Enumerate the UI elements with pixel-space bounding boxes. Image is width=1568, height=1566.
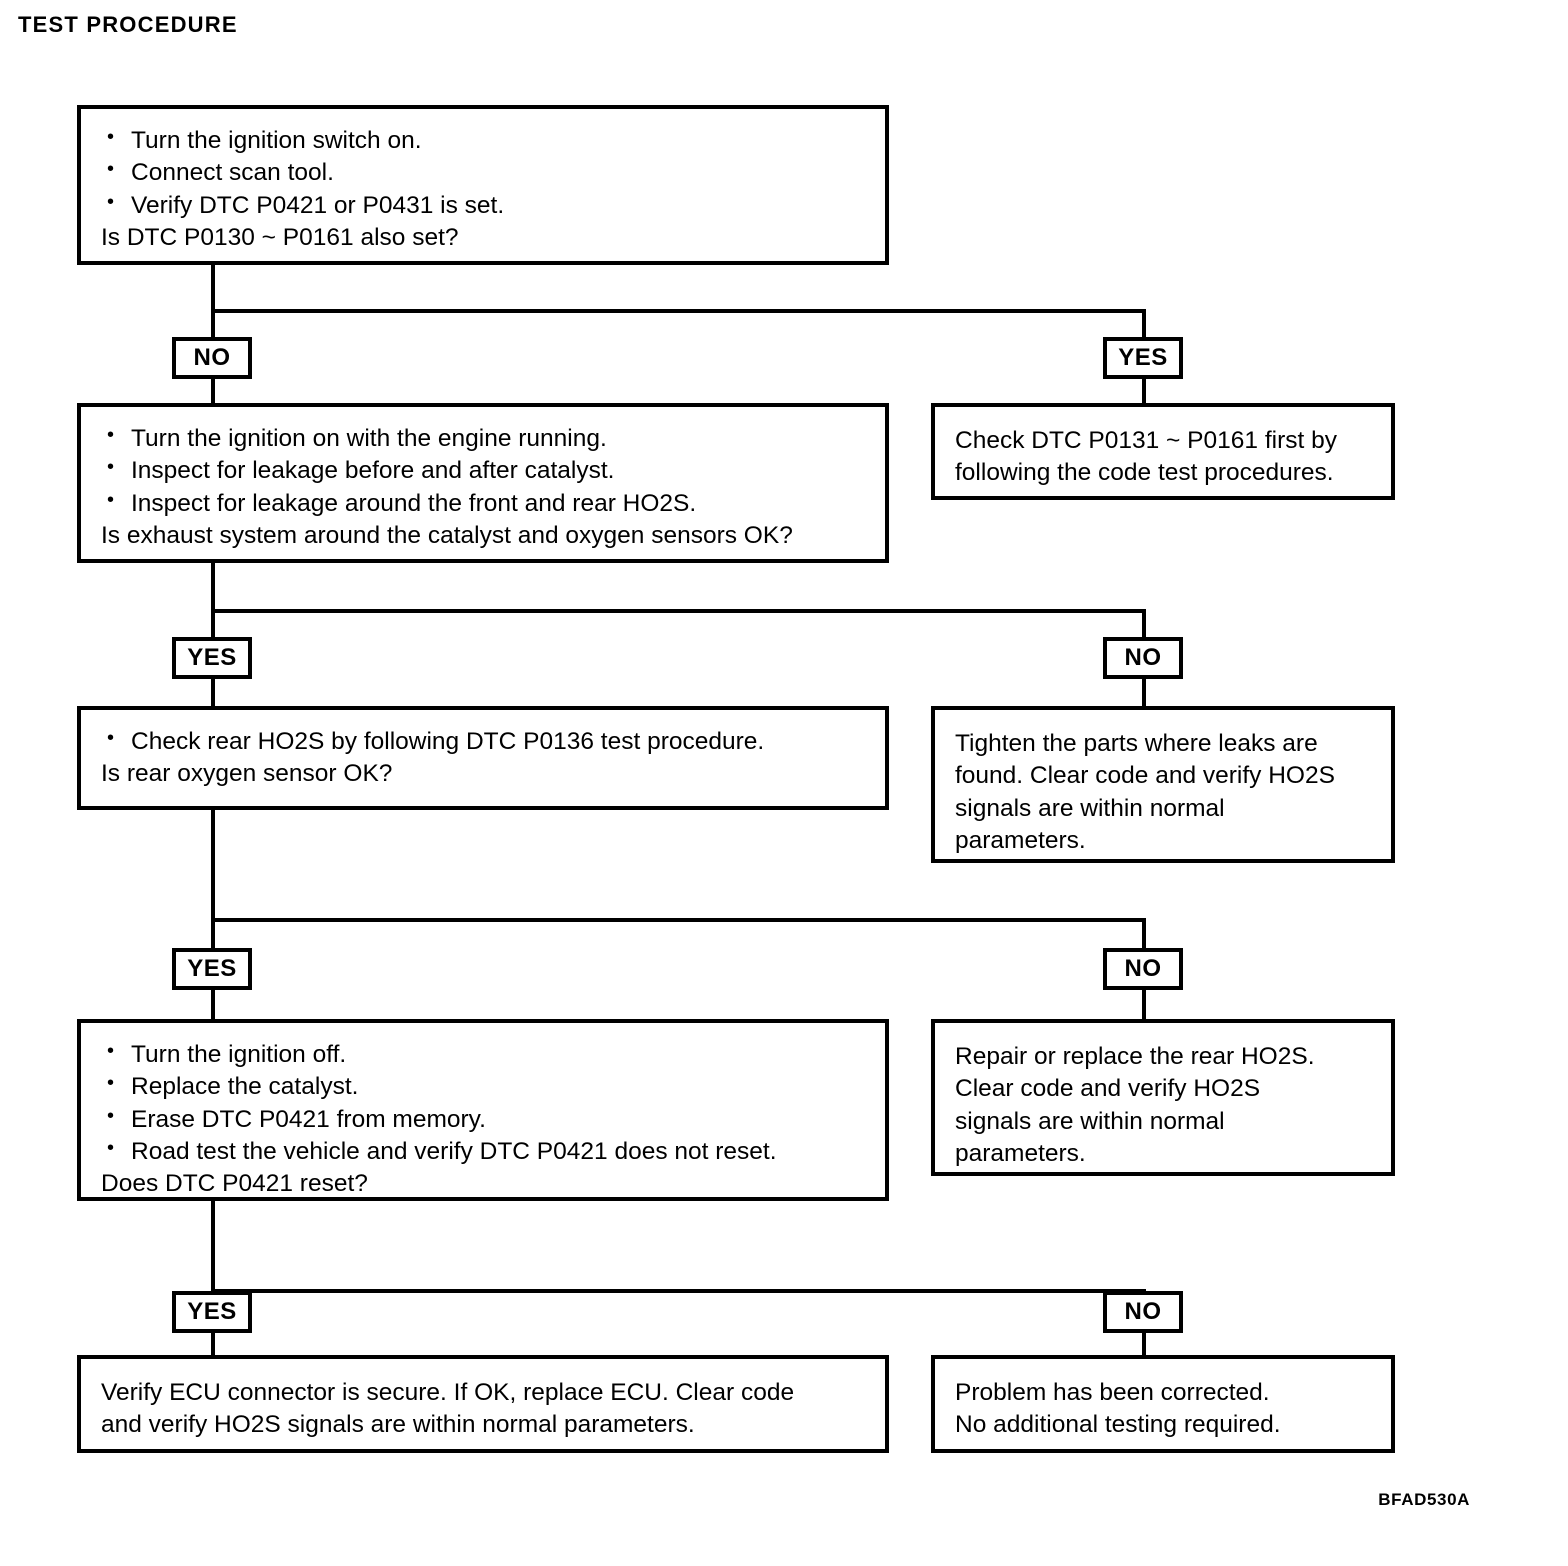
branch-label-text: NO: [1124, 955, 1162, 982]
step4-repair-line-3: signals are within normal: [955, 1107, 1225, 1135]
connector-step3-yes-down: [211, 918, 215, 949]
connector-yes-to-step3: [211, 679, 215, 707]
connector-no-to-step2: [211, 379, 215, 404]
node-step3: Check rear HO2S by following DTC P0136 t…: [77, 706, 889, 810]
connector-step2-yes-down: [211, 609, 215, 638]
step1-bullet-1: Turn the ignition switch on.: [101, 124, 865, 157]
step2-question: Is exhaust system around the catalyst an…: [101, 521, 793, 549]
step4-bullet-2: Replace the catalyst.: [101, 1070, 865, 1103]
connector-step1-yes-down: [1142, 309, 1146, 339]
final-corrected-line-1: Problem has been corrected.: [955, 1379, 1270, 1406]
step4-repair-line-2: Clear code and verify HO2S: [955, 1075, 1261, 1103]
connector-step4-down: [211, 1201, 215, 1293]
branch-label-step3-no: NO: [1103, 948, 1183, 990]
connector-step2-split: [211, 609, 1146, 613]
branch-label-text: NO: [193, 344, 231, 371]
final-corrected-line-2: No additional testing required.: [955, 1411, 1281, 1439]
step2-bullet-2: Inspect for leakage before and after cat…: [101, 454, 865, 487]
step4-bullet-1: Turn the ignition off.: [101, 1038, 865, 1071]
step3-no-result-line-4: parameters.: [955, 826, 1086, 854]
node-step4: Turn the ignition off. Replace the catal…: [77, 1019, 889, 1201]
connector-no-to-final: [1142, 1333, 1146, 1356]
connector-step3-down: [211, 810, 215, 922]
step3-no-result-line-1: Tighten the parts where leaks are: [955, 730, 1318, 757]
step3-no-result-line-2: found. Clear code and verify HO2S: [955, 762, 1335, 790]
page-title: TEST PROCEDURE: [18, 12, 238, 37]
connector-yes-to-step1result: [1142, 379, 1146, 404]
final-ecu-line-2: and verify HO2S signals are within norma…: [101, 1411, 695, 1439]
branch-label-text: YES: [187, 1298, 237, 1325]
step1-yes-result-line-1: Check DTC P0131 ~ P0161 first by: [955, 427, 1337, 454]
connector-step3-no-down: [1142, 918, 1146, 949]
branch-label-step3-yes: YES: [172, 948, 252, 990]
branch-label-text: NO: [1124, 644, 1162, 671]
branch-label-text: YES: [1118, 344, 1168, 371]
step3-no-result-line-3: signals are within normal: [955, 794, 1225, 822]
connector-step3-split: [211, 918, 1146, 922]
node-step3-no-result: Tighten the parts where leaks are found.…: [931, 706, 1395, 863]
step4-repair-line-4: parameters.: [955, 1139, 1086, 1167]
step4-repair-line-1: Repair or replace the rear HO2S.: [955, 1043, 1315, 1070]
connector-step1-split: [211, 309, 1146, 313]
connector-step2-down: [211, 563, 215, 613]
step4-bullet-4: Road test the vehicle and verify DTC P04…: [101, 1135, 865, 1168]
node-step4-repair-result: Repair or replace the rear HO2S. Clear c…: [931, 1019, 1395, 1176]
branch-label-step1-yes: YES: [1103, 337, 1183, 379]
step2-bullet-1: Turn the ignition on with the engine run…: [101, 422, 865, 455]
branch-label-text: YES: [187, 644, 237, 671]
node-step2: Turn the ignition on with the engine run…: [77, 403, 889, 563]
connector-yes-to-step4: [211, 990, 215, 1020]
step1-bullet-2: Connect scan tool.: [101, 156, 865, 189]
branch-label-step2-yes: YES: [172, 637, 252, 679]
connector-step1-no-down: [211, 309, 215, 339]
step2-bullet-3: Inspect for leakage around the front and…: [101, 487, 865, 520]
branch-label-step4-no: NO: [1103, 1291, 1183, 1333]
branch-label-step1-no: NO: [172, 337, 252, 379]
branch-label-text: YES: [187, 955, 237, 982]
step4-question: Does DTC P0421 reset?: [101, 1170, 368, 1198]
connector-step4-split: [211, 1289, 1146, 1293]
node-final-ecu: Verify ECU connector is secure. If OK, r…: [77, 1355, 889, 1453]
connector-step1-down: [211, 265, 215, 313]
node-step1: Turn the ignition switch on. Connect sca…: [77, 105, 889, 265]
connector-yes-to-final: [211, 1333, 215, 1356]
branch-label-step4-yes: YES: [172, 1291, 252, 1333]
step1-bullet-3: Verify DTC P0421 or P0431 is set.: [101, 189, 865, 222]
connector-no-to-step2result: [1142, 679, 1146, 707]
step1-yes-result-line-2: following the code test procedures.: [955, 459, 1334, 487]
node-final-corrected: Problem has been corrected. No additiona…: [931, 1355, 1395, 1453]
step1-question: Is DTC P0130 ~ P0161 also set?: [101, 223, 459, 251]
figure-reference-code: BFAD530A: [1378, 1490, 1470, 1509]
final-ecu-line-1: Verify ECU connector is secure. If OK, r…: [101, 1379, 795, 1406]
step3-question: Is rear oxygen sensor OK?: [101, 760, 393, 788]
node-step1-yes-result: Check DTC P0131 ~ P0161 first by followi…: [931, 403, 1395, 500]
step4-bullet-3: Erase DTC P0421 from memory.: [101, 1103, 865, 1136]
branch-label-text: NO: [1124, 1298, 1162, 1325]
step3-bullet-1: Check rear HO2S by following DTC P0136 t…: [101, 725, 865, 758]
connector-no-to-step3result: [1142, 990, 1146, 1020]
branch-label-step2-no: NO: [1103, 637, 1183, 679]
connector-step2-no-down: [1142, 609, 1146, 638]
